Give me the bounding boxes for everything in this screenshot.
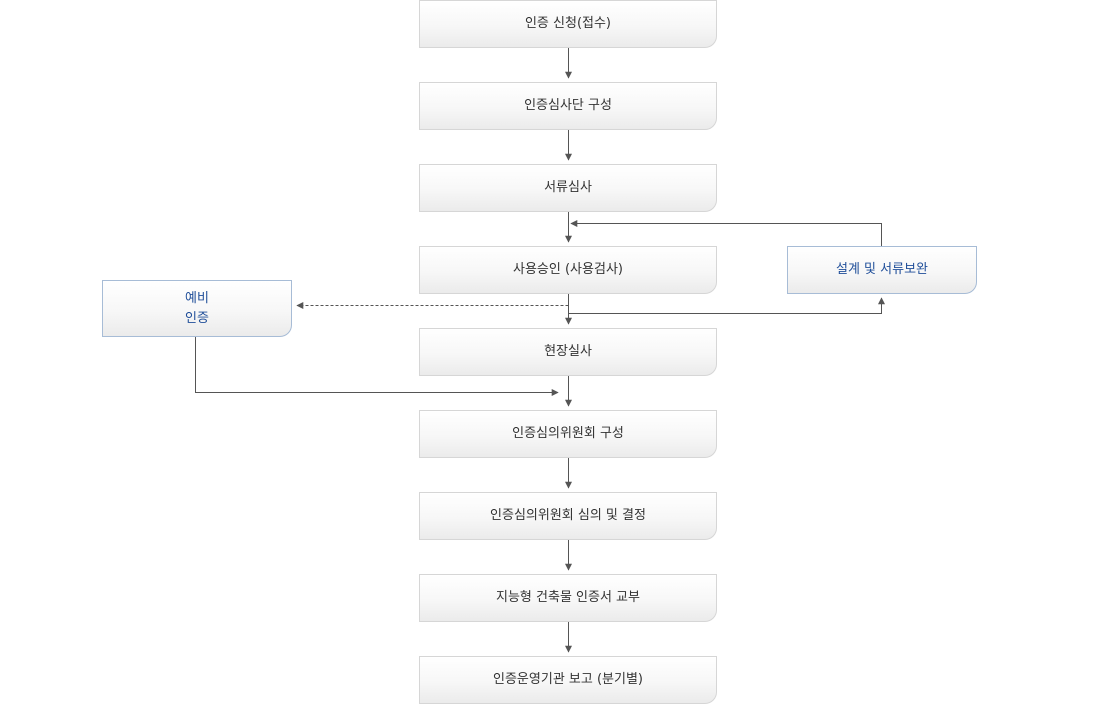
step-label: 인증심의위원회 구성 xyxy=(512,426,624,441)
step-label: 인증심사단 구성 xyxy=(524,98,612,113)
side-supplement: 설계 및 서류보완 xyxy=(787,246,977,294)
step-label: 현장실사 xyxy=(544,344,592,359)
step-application: 인증 신청(접수) xyxy=(419,0,717,48)
arrow-from-supplement xyxy=(570,220,882,246)
side-label: 예비 인증 xyxy=(185,290,209,326)
step-committee-formation: 인증심의위원회 구성 xyxy=(419,410,717,458)
side-preliminary-certification: 예비 인증 xyxy=(102,280,292,337)
step-label: 인증 신청(접수) xyxy=(524,16,612,31)
step-label: 사용승인 (사용검사) xyxy=(513,262,623,277)
step-label: 인증운영기관 보고 (분기별) xyxy=(493,672,643,687)
arrow-to-supplement xyxy=(568,297,885,314)
step-audit-team: 인증심사단 구성 xyxy=(419,82,717,130)
step-quarterly-report: 인증운영기관 보고 (분기별) xyxy=(419,656,717,704)
step-certificate-issue: 지능형 건축물 인증서 교부 xyxy=(419,574,717,622)
step-document-review: 서류심사 xyxy=(419,164,717,212)
step-site-inspection: 현장실사 xyxy=(419,328,717,376)
step-label: 인증심의위원회 심의 및 결정 xyxy=(490,508,646,523)
step-label: 서류심사 xyxy=(544,180,592,195)
step-label: 지능형 건축물 인증서 교부 xyxy=(496,590,640,605)
arrow-from-preliminary xyxy=(195,337,559,396)
step-committee-decision: 인증심의위원회 심의 및 결정 xyxy=(419,492,717,540)
step-use-approval: 사용승인 (사용검사) xyxy=(419,246,717,294)
side-label: 설계 및 서류보완 xyxy=(836,262,928,277)
